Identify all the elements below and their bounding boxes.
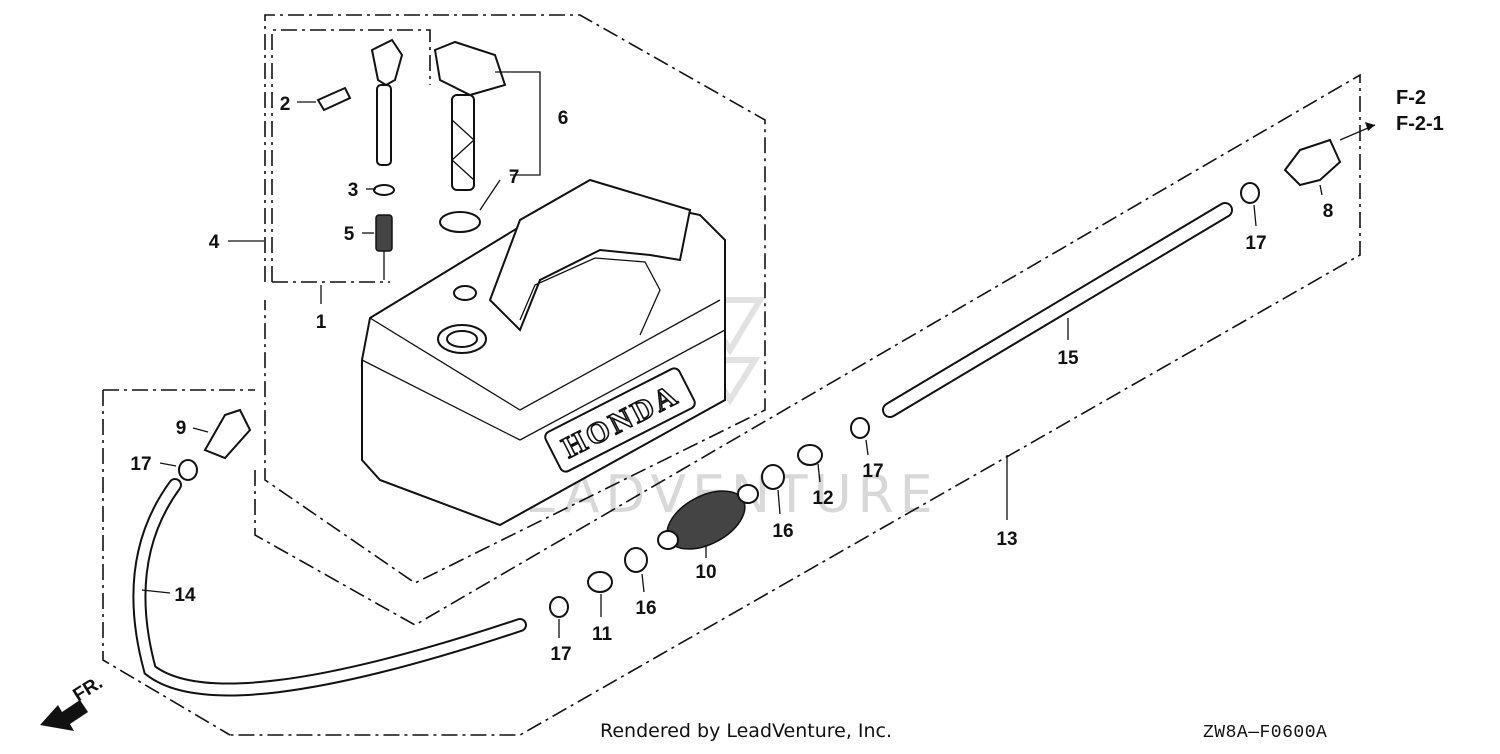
gauge-head xyxy=(433,40,507,97)
gauge-tube xyxy=(451,94,475,191)
front-direction: FR. xyxy=(40,672,107,731)
callout-3: 3 xyxy=(348,180,359,201)
part-11-fitting xyxy=(587,571,613,593)
tank-top-edge xyxy=(369,299,721,411)
tank-handle xyxy=(488,178,692,332)
part-17-clamp-b xyxy=(850,417,870,439)
bulb-outlet xyxy=(737,484,759,504)
part-16-clamp-a xyxy=(624,547,648,573)
reference-f2[interactable]: F-2 xyxy=(1396,87,1426,109)
reference-arrow-icon xyxy=(1365,122,1375,131)
callout-15: 15 xyxy=(1057,348,1079,369)
callout-17d: 17 xyxy=(130,454,151,475)
filler-cap-inner xyxy=(446,330,478,348)
callout-1: 1 xyxy=(316,312,327,333)
callout-11: 11 xyxy=(592,624,613,645)
hose-group-left xyxy=(102,390,231,736)
callout-17c: 17 xyxy=(550,644,571,665)
callouts: 1 2 3 4 5 6 7 8 9 10 11 12 13 14 15 16 1… xyxy=(130,94,1333,665)
part-16-clamp-b xyxy=(761,464,785,490)
callout-13: 13 xyxy=(996,529,1017,550)
tank-group-outline xyxy=(264,14,766,584)
diagram-code: ZW8A—F0600A xyxy=(1203,723,1327,743)
reference-f2-1[interactable]: F-2-1 xyxy=(1396,113,1444,135)
part-6-gauge xyxy=(433,40,507,191)
part-5-strainer xyxy=(375,214,393,252)
callout-12: 12 xyxy=(812,488,833,509)
front-arrow-icon xyxy=(40,700,88,731)
badge-plate xyxy=(544,367,696,473)
part-2-fitting xyxy=(316,38,404,166)
part-17-clamp-c xyxy=(1240,182,1260,204)
pickup-tube xyxy=(376,84,392,166)
part-17-clamp-a xyxy=(549,596,569,618)
callout-9: 9 xyxy=(176,418,187,439)
part-17-clamp-d xyxy=(178,459,198,481)
callout-8: 8 xyxy=(1323,201,1334,222)
part-12-fitting xyxy=(797,444,823,466)
callout-17a: 17 xyxy=(862,461,883,482)
fitting-nipple xyxy=(316,86,352,112)
fuel-tank: HONDA xyxy=(361,178,726,527)
tank-shoulder-line xyxy=(361,329,726,441)
callout-16a: 16 xyxy=(772,521,793,542)
pickup-elbow xyxy=(370,38,404,87)
part-8-connector xyxy=(1283,138,1342,187)
callout-4: 4 xyxy=(209,232,220,253)
front-label: FR. xyxy=(70,672,107,706)
callout-2: 2 xyxy=(280,94,291,115)
bulb-inlet xyxy=(657,530,679,550)
part-10-primer-bulb xyxy=(657,484,759,550)
tank-handle-inner xyxy=(519,257,661,336)
part-9-connector xyxy=(203,408,252,460)
gauge-port xyxy=(453,285,477,301)
part-7-seal xyxy=(439,211,481,233)
gauge-group-outline xyxy=(271,29,431,282)
callout-7: 7 xyxy=(509,167,520,188)
part-14-hose-fill xyxy=(134,480,525,695)
callout-5: 5 xyxy=(344,224,355,245)
part-14-hose xyxy=(132,478,527,697)
callout-17b: 17 xyxy=(1245,233,1266,254)
hose-group-outline xyxy=(229,73,1361,736)
callout-6: 6 xyxy=(558,108,569,129)
callout-10: 10 xyxy=(695,562,716,583)
gauge-float-line xyxy=(451,119,475,181)
credit-text: Rendered by LeadVenture, Inc. xyxy=(600,720,892,742)
leader-lines xyxy=(141,71,1376,638)
part-3-washer xyxy=(373,184,395,196)
callout-16b: 16 xyxy=(635,598,656,619)
callout-14: 14 xyxy=(174,585,196,606)
part-15-hose-fill xyxy=(884,204,1231,416)
group-outlines xyxy=(102,14,1361,736)
